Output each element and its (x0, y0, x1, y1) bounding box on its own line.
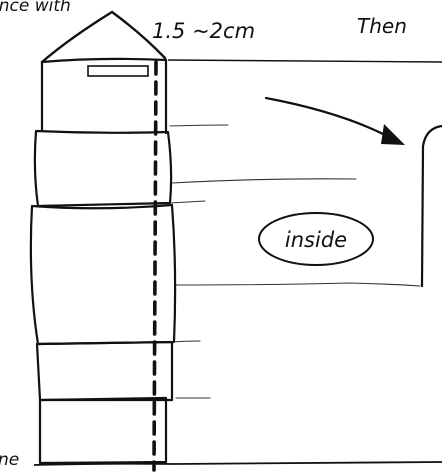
next-step-arrow (266, 98, 405, 145)
dashed-stitch-line (154, 62, 156, 470)
next-tube-partial (422, 126, 442, 286)
background-fold-lines (170, 125, 420, 398)
inside-label: inside (285, 228, 347, 252)
tube-top-section (42, 59, 166, 133)
measurement-label: 1.5 ~2cm (152, 19, 255, 43)
cone-cap (42, 12, 165, 62)
bottom-left-note-fragment: ne (0, 450, 19, 470)
then-label: Then (357, 14, 407, 38)
top-left-note-fragment: ince with (0, 0, 71, 16)
top-fold-line (168, 60, 442, 62)
